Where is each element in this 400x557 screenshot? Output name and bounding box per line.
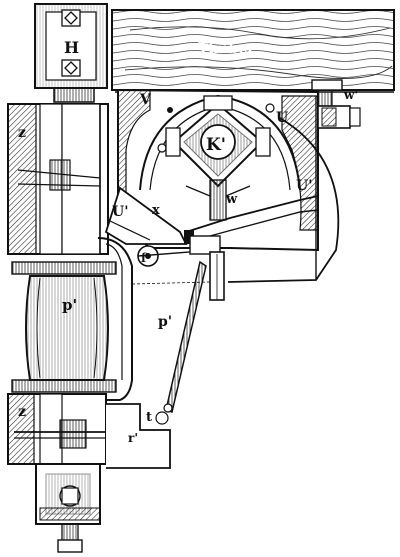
label-v: V xyxy=(139,92,152,108)
cutter-head-k xyxy=(165,95,271,221)
label-w: w xyxy=(225,192,238,207)
adjusting-screw-w-prime xyxy=(311,79,361,129)
label-z-bottom: z xyxy=(18,404,26,420)
label-u-prime-left: U' xyxy=(112,204,129,220)
connecting-rod-p-prime xyxy=(131,260,211,413)
vertical-column xyxy=(7,103,109,255)
label-x: x xyxy=(152,203,160,218)
label-r-prime: r' xyxy=(128,431,138,445)
label-h: H xyxy=(64,38,79,57)
label-u-prime-right: U' xyxy=(296,178,313,194)
lower-column-block xyxy=(7,393,171,469)
diagram-labels: H Timber V U w' z K' U' x w U' f' p' p' … xyxy=(18,38,358,445)
label-z-top: z xyxy=(18,125,26,141)
base-screw-assembly xyxy=(35,463,101,553)
label-w-prime: w' xyxy=(343,88,358,102)
label-p-prime-rod: p' xyxy=(158,314,172,330)
label-u-top: U xyxy=(276,110,288,126)
label-timber: Timber xyxy=(198,41,255,57)
label-p-pulley: p' xyxy=(62,296,77,314)
diagonal-arm-x xyxy=(104,186,319,245)
label-f-prime: f' xyxy=(141,251,150,265)
label-k-prime: K' xyxy=(206,135,226,155)
timber-beam xyxy=(111,9,395,93)
label-t: t xyxy=(146,410,152,425)
pulley-p xyxy=(11,261,117,393)
pivot-bracket xyxy=(97,235,225,401)
carriage-block-h xyxy=(34,3,108,103)
